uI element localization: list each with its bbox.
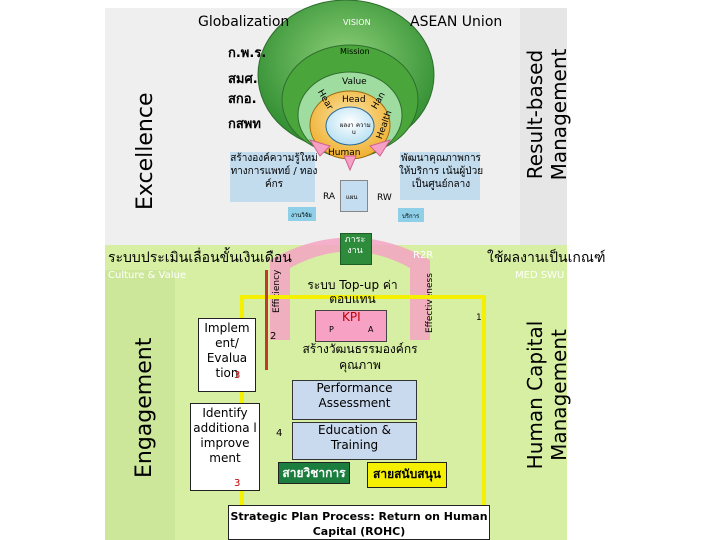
center-right-label: ความ bbox=[356, 122, 371, 129]
ra-label: RA bbox=[323, 192, 336, 202]
number-1: 1 bbox=[476, 313, 482, 323]
result-based-text: Result-based Management bbox=[523, 48, 571, 181]
p-label: P bbox=[329, 325, 334, 334]
education-box: Education & Training bbox=[292, 422, 417, 460]
value-label: Value bbox=[342, 77, 367, 87]
right-panel-top bbox=[520, 8, 567, 245]
right-block-bg bbox=[400, 152, 480, 200]
mission-label: Mission bbox=[340, 47, 370, 56]
education-text: Education & Training bbox=[318, 423, 391, 452]
budget-label: ภาระ งาน bbox=[344, 235, 366, 256]
r2r-label: R2R bbox=[413, 250, 434, 261]
rw-label: RW bbox=[377, 193, 392, 203]
research-label: งานวิจัย bbox=[291, 212, 312, 219]
arrow-down bbox=[343, 155, 357, 172]
org-ohec: สกอ. bbox=[228, 92, 257, 107]
org-onesqa: สมศ. bbox=[228, 72, 258, 87]
topup-text: ระบบ Top-up ค่าตอบแทน bbox=[307, 278, 398, 306]
academic-text: สายวิชาการ bbox=[282, 466, 346, 480]
human-label: Human bbox=[328, 148, 361, 158]
bottom-left-panel bbox=[105, 270, 175, 540]
bottom-text: Strategic Plan Process: Return on Human … bbox=[230, 510, 488, 538]
excellence-label: Excellence bbox=[133, 92, 158, 211]
number-3a: 3 bbox=[234, 370, 241, 381]
culture-label: Culture & Value bbox=[108, 270, 187, 281]
left-block-text: สร้างองค์ความรู้ใหม่ ทางการแพทย์ / ทองค์… bbox=[230, 153, 318, 190]
kpi-box bbox=[315, 310, 387, 342]
left-block-bg bbox=[230, 152, 315, 202]
budget-box bbox=[340, 233, 372, 265]
center-left-label: ผลงา bbox=[340, 122, 354, 129]
asean-title: ASEAN Union bbox=[410, 14, 503, 30]
org-opdc: ก.พ.ร. bbox=[228, 46, 267, 61]
identify-text: Identify additiona l improve ment bbox=[193, 406, 257, 465]
plan-label: แผน bbox=[346, 194, 358, 201]
red-line bbox=[265, 270, 268, 370]
performance-text: Performance Assessment bbox=[316, 381, 393, 410]
bottom-box: Strategic Plan Process: Return on Human … bbox=[228, 505, 490, 540]
human-capital-label: Human Capital Management bbox=[523, 290, 571, 500]
kpi-label: KPI bbox=[342, 310, 361, 324]
number-2: 2 bbox=[270, 331, 277, 342]
banner-right: ใช้ผลงานเป็นเกณฑ์ bbox=[487, 250, 606, 266]
human-capital-text: Human Capital Management bbox=[523, 320, 571, 470]
number-4: 4 bbox=[276, 428, 283, 439]
culture-build: สร้างวัฒนธรรมองค์กรคุณภาพ bbox=[302, 342, 418, 372]
banner-left: ระบบประเมินเลื่อนขั้นเงินเดือน bbox=[108, 250, 292, 266]
a-label: A bbox=[368, 325, 374, 334]
engagement-label: Engagement bbox=[132, 337, 157, 478]
support-box: สายสนับสนุน bbox=[367, 462, 447, 488]
org-cmt: กสพท bbox=[228, 117, 261, 132]
result-based-label: Result-based Management bbox=[523, 7, 571, 222]
right-block-text: พัฒนาคุณภาพการให้บริการ เน้นผู้ป่วยเป็นศ… bbox=[398, 153, 484, 190]
pink-arch bbox=[270, 237, 430, 340]
number-3b: 3 bbox=[234, 478, 241, 489]
service-label: บริการ bbox=[402, 213, 420, 220]
plan-card bbox=[340, 180, 368, 212]
arrow-right bbox=[369, 139, 392, 157]
center-bottom-label: u bbox=[352, 129, 356, 136]
head-label: Head bbox=[342, 95, 366, 105]
academic-box: สายวิชาการ bbox=[278, 462, 350, 484]
implement-text: Implem ent/ Evalua tion bbox=[204, 321, 250, 380]
ring-core bbox=[325, 106, 375, 146]
support-text: สายสนับสนุน bbox=[373, 467, 441, 481]
service-box bbox=[398, 208, 424, 222]
identify-box: Identify additiona l improve ment bbox=[190, 403, 260, 491]
implement-box: Implem ent/ Evalua tion bbox=[198, 318, 256, 392]
med-label: MED SWU bbox=[515, 270, 565, 281]
globalization-title: Globalization bbox=[198, 14, 290, 30]
research-box bbox=[288, 207, 316, 221]
vision-label: VISION bbox=[343, 18, 371, 27]
concentric-diagram bbox=[257, 0, 435, 172]
performance-box: Performance Assessment bbox=[292, 380, 417, 420]
arrow-left bbox=[308, 139, 331, 157]
